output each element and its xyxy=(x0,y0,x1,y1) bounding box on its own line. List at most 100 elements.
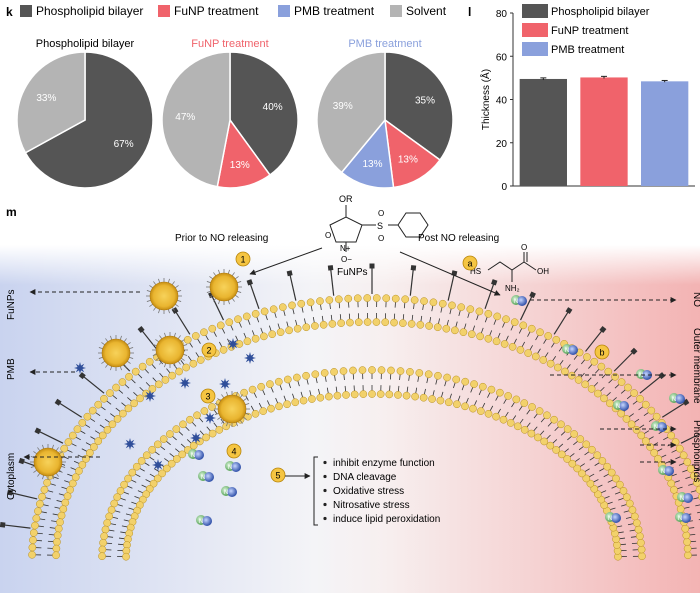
nanoparticle-3 xyxy=(152,332,188,368)
bar-legend-swatch-1 xyxy=(522,23,548,37)
effect-item-4: induce lipid peroxidation xyxy=(333,514,440,525)
funp-molecule xyxy=(329,205,429,252)
no-side-label: NO xyxy=(691,292,700,307)
no-molecule-3: N xyxy=(636,369,652,380)
effect-bullet-2 xyxy=(323,488,327,493)
cysteine-chain xyxy=(487,261,525,271)
post-label: Post NO releasing xyxy=(418,233,499,244)
step-letter-b: b xyxy=(599,348,604,358)
lps-spikes xyxy=(0,263,700,529)
pmb-side-label: PMB xyxy=(6,358,17,380)
prior-label: Prior to NO releasing xyxy=(175,233,268,244)
bar-legend-swatch-0 xyxy=(522,4,548,18)
legend-swatch-2 xyxy=(278,5,290,17)
effect-item-2: Oxidative stress xyxy=(333,486,404,497)
bar-2 xyxy=(641,81,689,186)
step-letter-a: a xyxy=(467,259,472,269)
pie-1-slice-0 xyxy=(229,51,299,177)
nanoparticle-2 xyxy=(98,335,134,371)
no-molecule-13: N xyxy=(605,512,621,523)
panel-m-letter: m xyxy=(6,205,17,219)
legend-swatch-3 xyxy=(390,5,402,17)
bar-legend-label-2: PMB treatment xyxy=(551,44,624,56)
inner-membrane xyxy=(98,366,646,561)
no-molecule-label-9: N xyxy=(201,475,205,481)
pie-title-2: PMB treatment xyxy=(348,38,421,50)
pmb-star-0 xyxy=(74,362,86,374)
sulfonyl-o1-label: O xyxy=(378,209,384,218)
pie-1-label-2: 47% xyxy=(175,112,195,123)
panel-l-letter: l xyxy=(468,5,471,19)
funps-label: FuNPs xyxy=(337,267,368,278)
legend-swatch-1 xyxy=(158,5,170,17)
inner-membrane-heads xyxy=(98,366,646,561)
step-number-5: 5 xyxy=(275,471,280,481)
nanoparticle-4 xyxy=(214,391,250,427)
pie-2-slice-1 xyxy=(384,118,442,189)
pie-2-label-0: 35% xyxy=(415,96,435,107)
sulfonyl-o2-label: O xyxy=(378,234,384,243)
pie-1-slice-2 xyxy=(161,51,231,188)
pie-2-slice-3 xyxy=(316,51,386,174)
funps-side-label: FuNPs xyxy=(6,289,17,320)
legend-label-2: PMB treatment xyxy=(294,4,375,18)
panel-m: m OR O N+ O− S O O FuNPs Prior to NO rel… xyxy=(0,194,700,593)
pie-0-label-0: 67% xyxy=(114,139,134,150)
legend-label-0: Phospholipid bilayer xyxy=(36,4,143,18)
effect-item-1: DNA cleavage xyxy=(333,472,397,483)
furoxan-ring xyxy=(329,216,363,243)
no-molecule-label-8: N xyxy=(191,453,195,459)
pie-2-label-2: 13% xyxy=(362,159,382,170)
pie-1-label-1: 13% xyxy=(230,160,250,171)
pie-title-0: Phospholipid bilayer xyxy=(36,38,135,50)
oh-label: OH xyxy=(537,267,549,276)
no-molecule-label-5: N xyxy=(654,425,658,431)
y-axis-label: Thickness (Å) xyxy=(479,69,492,130)
no-molecule-11: N xyxy=(225,461,241,472)
pie-0-slice-0 xyxy=(24,51,154,189)
no-molecule-label-4: N xyxy=(672,397,676,403)
effect-item-3: Nitrosative stress xyxy=(333,500,410,511)
side-arrows xyxy=(23,289,677,465)
no-molecule-label-11: N xyxy=(228,465,232,471)
phospholipids-side-label: Phospholipids xyxy=(691,420,700,482)
legend-swatch-0 xyxy=(20,5,32,17)
cysteine-molecule xyxy=(487,252,537,282)
background-fade xyxy=(0,245,700,285)
no-molecule-label-12: N xyxy=(199,519,203,525)
pmb-star-9 xyxy=(244,352,256,364)
no-molecule-label-1: N xyxy=(565,348,569,354)
hs-label: HS xyxy=(470,267,481,276)
effect-bullet-3 xyxy=(323,502,327,507)
y-tick-label-0: 0 xyxy=(501,182,507,193)
no-molecule-label-13: N xyxy=(608,516,612,522)
effects-bracket xyxy=(313,456,318,526)
hydroxyl-bond xyxy=(523,261,537,271)
no-molecule-7: N xyxy=(675,512,691,523)
outer-membrane-side-label: Outer membrane xyxy=(691,328,700,404)
or-label: OR xyxy=(339,194,353,204)
legend-label-1: FuNP treatment xyxy=(174,4,259,18)
step-badge-b xyxy=(594,344,610,360)
pmb-star-3 xyxy=(227,338,239,350)
y-tick-label-4: 80 xyxy=(496,9,508,20)
y-tick-label-1: 20 xyxy=(496,139,508,150)
effect-bullet-0 xyxy=(323,460,327,465)
effect-item-0: inhibit enzyme function xyxy=(333,458,435,469)
y-tick-label-2: 40 xyxy=(496,96,508,107)
pmb-star-7 xyxy=(124,438,136,450)
bar-legend-swatch-2 xyxy=(522,42,548,56)
no-molecule-label-2: N xyxy=(616,404,620,410)
nanoparticle-0 xyxy=(146,278,182,314)
effect-bullet-4 xyxy=(323,516,327,521)
no-molecule-14: N xyxy=(658,465,674,476)
no-molecule-6: N xyxy=(677,492,693,503)
step-number-2: 2 xyxy=(206,346,211,356)
nanoparticles xyxy=(30,269,250,480)
